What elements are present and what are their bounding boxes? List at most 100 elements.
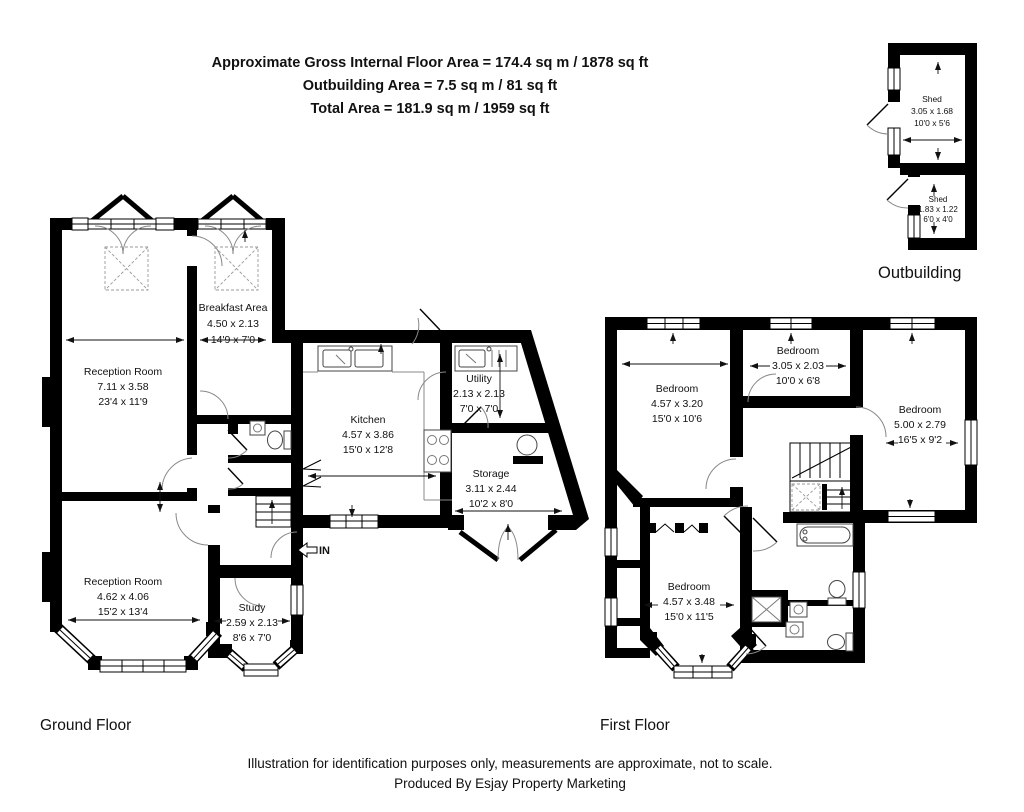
ground-floor-skylights bbox=[104, 246, 259, 291]
room-imperial: 10'0 x 6'8 bbox=[776, 375, 820, 387]
window bbox=[329, 514, 379, 529]
outbuilding-doors bbox=[866, 103, 909, 209]
header-area-summary: Approximate Gross Internal Floor Area = … bbox=[212, 55, 649, 117]
ground-floor-plan: IN Reception Room 7.11 x 3.58 23'4 x 11'… bbox=[40, 194, 589, 734]
window bbox=[887, 127, 901, 156]
room-imperial: 7'0 x 7'0 bbox=[460, 403, 499, 415]
disclaimer-text: Illustration for identification purposes… bbox=[247, 756, 772, 771]
ground-floor-label: Ground Floor bbox=[40, 717, 131, 734]
door-arc bbox=[191, 235, 223, 267]
first-floor-windows bbox=[604, 317, 978, 679]
room-label-utility: Utility 2.13 x 2.13 7'0 x 7'0 bbox=[453, 373, 505, 415]
bay-window bbox=[224, 644, 300, 677]
room-imperial: 23'4 x 11'9 bbox=[98, 396, 148, 408]
tank-fixture bbox=[516, 434, 538, 456]
outbuilding-area-text: Outbuilding Area = 7.5 sq m / 81 sq ft bbox=[303, 78, 558, 94]
outbuilding-dimension-arrows bbox=[903, 62, 962, 234]
skylight bbox=[104, 246, 149, 291]
in-arrow-icon bbox=[297, 541, 318, 559]
window bbox=[907, 214, 921, 239]
skylight bbox=[214, 246, 259, 291]
stairs-cupboard bbox=[791, 483, 821, 511]
room-imperial: 15'0 x 12'8 bbox=[343, 444, 393, 456]
first-floor-fixtures bbox=[751, 523, 854, 652]
room-metric: 3.05 x 2.03 bbox=[772, 360, 824, 372]
room-label-reception-room-2: Reception Room 4.62 x 4.06 15'2 x 13'4 bbox=[84, 576, 162, 618]
window bbox=[604, 597, 618, 627]
room-label-shed-2: Shed 1.83 x 1.22 6'0 x 4'0 bbox=[918, 195, 958, 224]
room-metric: 4.57 x 3.48 bbox=[663, 596, 715, 608]
window bbox=[964, 419, 978, 466]
door-arc bbox=[705, 458, 737, 490]
room-metric: 4.62 x 4.06 bbox=[97, 591, 149, 603]
window bbox=[290, 584, 304, 616]
room-name: Storage bbox=[473, 468, 510, 480]
room-metric: 5.00 x 2.79 bbox=[894, 419, 946, 431]
room-imperial: 10'2 x 8'0 bbox=[469, 498, 513, 510]
outbuilding-plan: Shed 3.05 x 1.68 10'0 x 5'6 Shed 1.83 x … bbox=[866, 43, 977, 282]
toilet-fixture bbox=[827, 632, 854, 652]
room-imperial: 10'0 x 5'6 bbox=[914, 118, 950, 128]
window bbox=[197, 218, 267, 230]
first-floor-stairs bbox=[789, 442, 858, 513]
french-door-arc bbox=[94, 225, 124, 255]
room-name: Bedroom bbox=[668, 581, 711, 593]
room-metric: 3.11 x 2.44 bbox=[465, 483, 516, 495]
room-label-bedroom-3: Bedroom 5.00 x 2.79 16'5 x 9'2 bbox=[894, 404, 946, 446]
room-name: Study bbox=[239, 602, 267, 614]
outbuilding-walls bbox=[888, 43, 977, 250]
room-label-bedroom-2: Bedroom 3.05 x 2.03 10'0 x 6'8 bbox=[772, 345, 824, 387]
window bbox=[87, 218, 157, 230]
first-floor-doors bbox=[705, 373, 887, 655]
room-metric: 1.83 x 1.22 bbox=[918, 205, 958, 214]
ground-floor-stairs bbox=[255, 495, 292, 528]
bathroom-sink-fixture bbox=[789, 601, 808, 618]
toilet-fixture bbox=[827, 580, 847, 606]
room-metric: 4.57 x 3.86 bbox=[342, 429, 394, 441]
producer-credit-text: Produced By Esjay Property Marketing bbox=[394, 776, 626, 791]
ground-floor-doors bbox=[94, 225, 519, 607]
first-floor-dimension-arrows bbox=[622, 333, 958, 663]
bay-window bbox=[54, 623, 223, 673]
ground-floor-dimension-arrows bbox=[66, 230, 562, 624]
window bbox=[604, 527, 618, 557]
room-imperial: 8'6 x 7'0 bbox=[233, 632, 272, 644]
room-imperial: 15'2 x 13'4 bbox=[98, 606, 148, 618]
utility-sink-fixture bbox=[454, 345, 518, 372]
window bbox=[887, 510, 936, 523]
room-metric: 3.05 x 1.68 bbox=[911, 106, 953, 116]
room-label-study: Study 2.59 x 2.13 8'6 x 7'0 bbox=[226, 602, 278, 644]
outbuilding-label: Outbuilding bbox=[878, 264, 961, 282]
room-imperial: 14'9 x 7'0 bbox=[211, 334, 255, 346]
footer-disclaimer: Illustration for identification purposes… bbox=[247, 756, 772, 791]
room-label-shed-1: Shed 3.05 x 1.68 10'0 x 5'6 bbox=[911, 94, 953, 128]
front-door-arc bbox=[270, 531, 298, 559]
room-name: Breakfast Area bbox=[199, 302, 268, 314]
room-name: Shed bbox=[929, 195, 948, 204]
kitchen-sink-fixture bbox=[317, 345, 393, 372]
room-name: Utility bbox=[466, 373, 492, 385]
room-label-bedroom-4: Bedroom 4.57 x 3.48 15'0 x 11'5 bbox=[663, 581, 715, 623]
entrance-label: IN bbox=[319, 545, 330, 557]
total-internal-area-text: Approximate Gross Internal Floor Area = … bbox=[212, 55, 649, 71]
entrance-arrow: IN bbox=[297, 541, 330, 559]
total-area-text: Total Area = 181.9 sq m / 1959 sq ft bbox=[311, 101, 550, 117]
shower-fixture bbox=[751, 596, 782, 623]
room-metric: 2.59 x 2.13 bbox=[226, 617, 278, 629]
room-label-bedroom-1: Bedroom 4.57 x 3.20 15'0 x 10'6 bbox=[651, 383, 703, 425]
room-name: Shed bbox=[922, 94, 942, 104]
room-metric: 4.57 x 3.20 bbox=[651, 398, 703, 410]
window bbox=[852, 571, 866, 609]
room-imperial: 16'5 x 9'2 bbox=[898, 434, 942, 446]
room-name: Bedroom bbox=[899, 404, 942, 416]
ground-floor-fixtures bbox=[249, 345, 538, 501]
window bbox=[155, 217, 175, 231]
outbuilding-windows bbox=[887, 67, 921, 239]
window bbox=[887, 67, 901, 91]
room-label-kitchen: Kitchen 4.57 x 3.86 15'0 x 12'8 bbox=[342, 414, 394, 456]
window bbox=[71, 217, 89, 231]
room-label-reception-room-1: Reception Room 7.11 x 3.58 23'4 x 11'9 bbox=[84, 366, 162, 408]
room-name: Kitchen bbox=[350, 414, 385, 426]
